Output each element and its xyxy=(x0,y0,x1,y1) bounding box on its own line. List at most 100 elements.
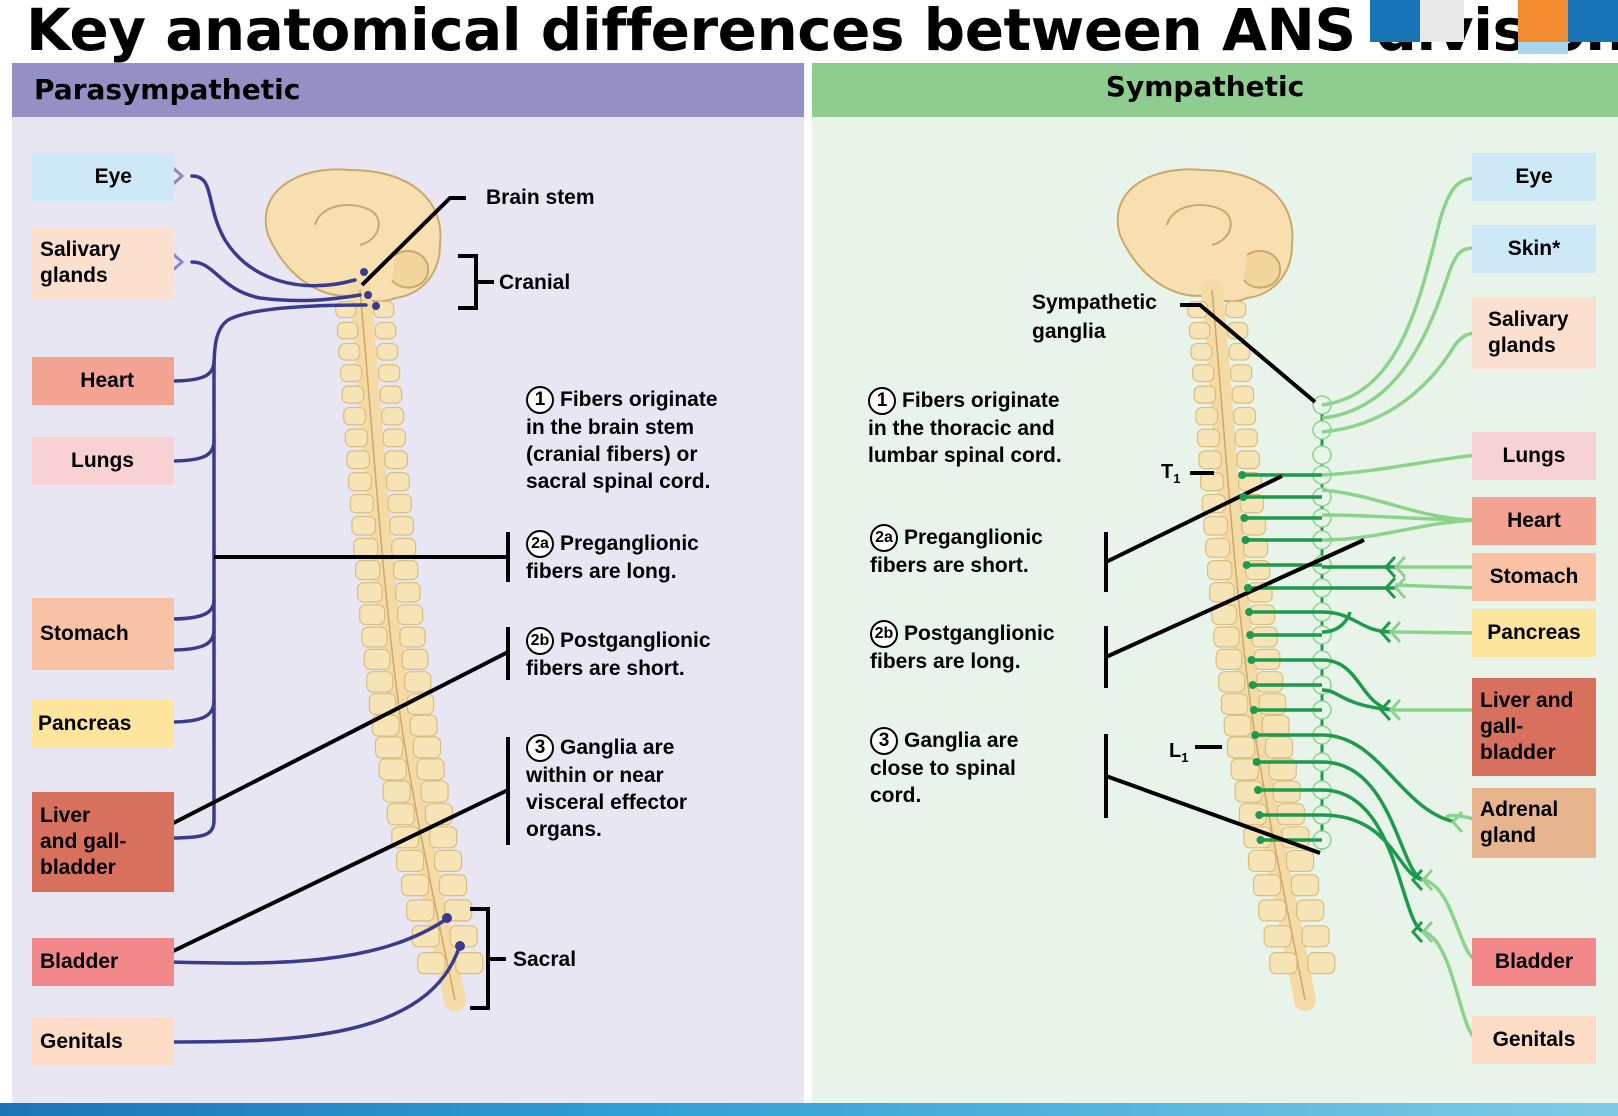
cord-origin-dot xyxy=(1242,561,1251,569)
vertebra xyxy=(1269,952,1298,975)
sympathetic-spinal-cord xyxy=(1201,279,1316,1011)
point-line: Fibers originate xyxy=(902,389,1060,412)
cord-origin-dot xyxy=(1248,681,1257,689)
parasympathetic-header: Parasympathetic xyxy=(12,63,804,117)
vertebra xyxy=(1230,758,1259,781)
parasympathetic-vertebrae xyxy=(335,300,484,975)
point-line: cord. xyxy=(870,784,922,808)
vertebra xyxy=(1249,604,1276,626)
vertebra xyxy=(455,952,484,975)
vertebra xyxy=(366,671,394,693)
vertebra xyxy=(1225,300,1247,319)
chain-ganglion xyxy=(1312,445,1332,465)
vertebra xyxy=(1258,899,1287,922)
number-badge: 1 xyxy=(526,386,554,415)
vertebra xyxy=(379,385,403,404)
vertebra xyxy=(1230,364,1253,383)
symp-organ-heart: Heart xyxy=(1472,497,1596,545)
vertebra xyxy=(1263,925,1292,948)
vertebra xyxy=(417,952,446,975)
label-sympathetic-ganglia-text: Sympathetic ganglia xyxy=(1032,291,1157,343)
vertebra xyxy=(1231,385,1255,404)
point-line: sacral spinal cord. xyxy=(526,470,711,494)
vertebra xyxy=(361,626,388,648)
organ-label: Pancreas xyxy=(1487,621,1581,644)
label-l1: L1 xyxy=(1169,740,1189,765)
sympathetic-brain xyxy=(1116,168,1294,303)
cord-origin-dot xyxy=(1252,758,1261,766)
number-badge: 2a xyxy=(870,524,898,553)
vertebra xyxy=(1261,714,1290,737)
vertebra xyxy=(336,321,359,340)
corner-decoration xyxy=(1370,0,1420,42)
point-line: in the thoracic and xyxy=(868,417,1055,441)
vertebra xyxy=(374,321,397,340)
vertebra xyxy=(349,493,374,514)
number-badge: 2b xyxy=(870,620,898,649)
number-badge: 3 xyxy=(870,727,898,756)
vertebra xyxy=(1296,899,1325,922)
point-line: Postganglionic xyxy=(560,629,711,652)
organ-label: Lungs xyxy=(1502,444,1566,467)
number-badge: 1 xyxy=(868,387,896,416)
organ-label: Eye xyxy=(94,165,132,188)
vertebra xyxy=(395,849,425,873)
organ-label: Skin* xyxy=(1507,237,1561,260)
vertebra xyxy=(406,899,435,922)
vertebra xyxy=(1213,626,1240,648)
vertebra xyxy=(1234,428,1259,448)
point-line: (cranial fibers) or xyxy=(526,443,698,467)
symp-point-1: 1 Fibers originate in the thoracic and lu… xyxy=(868,387,1062,469)
symp-organ-genitals: Genitals xyxy=(1472,1016,1596,1064)
organ-label: Bladder xyxy=(1494,950,1574,973)
corner-decoration xyxy=(1518,42,1568,54)
vertebra xyxy=(1236,450,1260,470)
point-line: fibers are short. xyxy=(870,554,1029,578)
organ-label: Heart xyxy=(80,369,134,392)
symp-organ-salivary: Salivary glands xyxy=(1472,297,1596,369)
vertebra xyxy=(1207,559,1233,581)
point-line: Ganglia are xyxy=(904,729,1019,752)
point-line: fibers are long. xyxy=(870,650,1021,674)
vertebra xyxy=(363,648,391,671)
symp-organ-pancreas: Pancreas xyxy=(1472,609,1596,657)
point-line: lumbar spinal cord. xyxy=(868,444,1062,468)
vertebra xyxy=(355,559,381,581)
vertebra xyxy=(399,626,426,648)
para-organ-eye: Eye xyxy=(32,153,174,201)
organ-label: Liver and gall-bladder xyxy=(1480,689,1574,764)
point-line: Postganglionic xyxy=(904,622,1055,645)
vertebra xyxy=(343,406,367,426)
cord-origin-dot xyxy=(1241,536,1250,544)
point-line: fibers are short. xyxy=(526,657,685,681)
bottom-decoration-strip xyxy=(0,1103,1618,1116)
vertebra xyxy=(395,582,421,603)
vertebra xyxy=(401,648,429,671)
vertebra xyxy=(1233,406,1257,426)
point-line: within or near xyxy=(526,764,664,788)
sympathetic-ganglion-marks xyxy=(1378,555,1424,944)
point-line: Ganglia are xyxy=(560,736,675,759)
vertebra xyxy=(374,736,404,759)
vertebra xyxy=(351,515,377,536)
symp-organ-skin: Skin* xyxy=(1472,225,1596,273)
vertebra xyxy=(1193,385,1217,404)
vertebra xyxy=(1223,714,1252,737)
para-organ-stomach: Stomach xyxy=(32,598,174,670)
corner-decoration xyxy=(1518,0,1568,42)
symp-organ-liver: Liver and gall-bladder xyxy=(1472,678,1596,776)
vertebra xyxy=(404,671,432,693)
organ-label: Pancreas xyxy=(38,712,132,735)
label-sympathetic-ganglia: Sympathetic ganglia xyxy=(1032,288,1172,346)
label-cranial: Cranial xyxy=(499,271,571,294)
number-badge: 3 xyxy=(526,734,554,763)
vertebra xyxy=(389,515,415,536)
parasympathetic-brain xyxy=(264,168,442,303)
vertebra xyxy=(359,604,386,626)
vertebra xyxy=(340,364,363,383)
